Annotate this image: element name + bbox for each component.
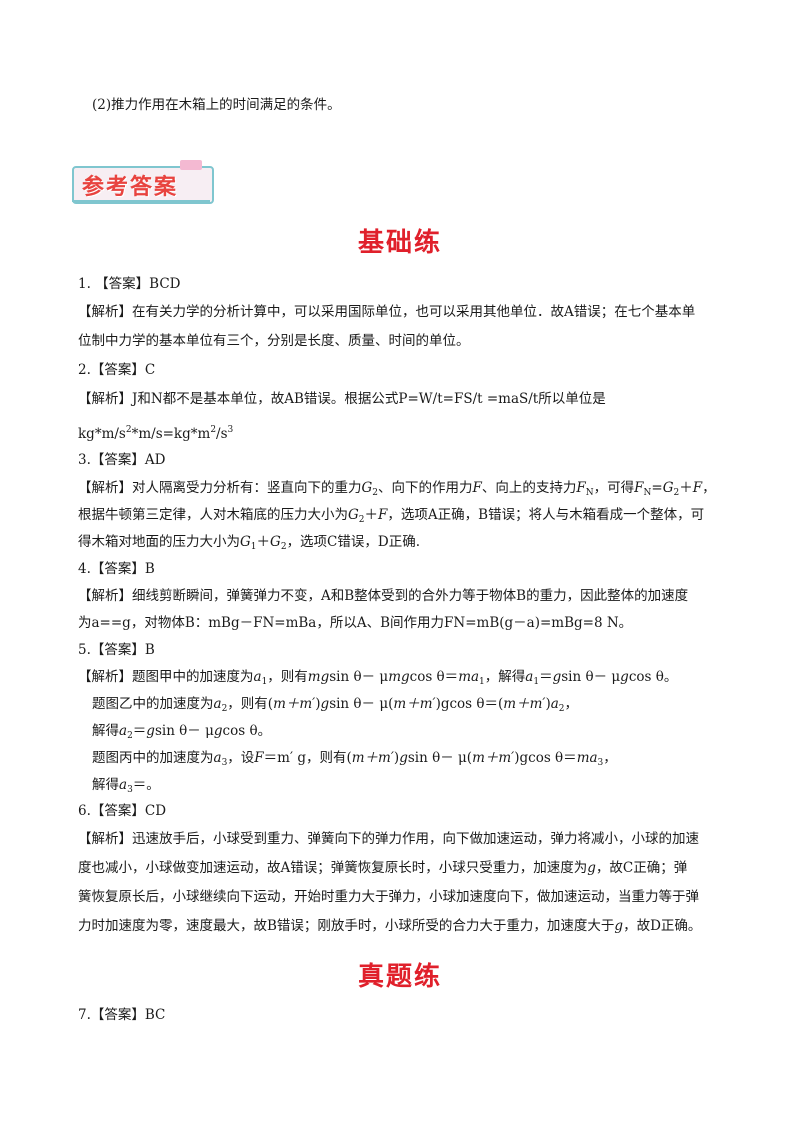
- explanation-3-line-1: 【解析】对人隔离受力分析有：竖直向下的重力G2、向下的作用力F、向上的支持力FN…: [78, 480, 716, 498]
- explanation-3-line-2: 根据牛顿第三定律，人对木箱底的压力大小为G2＋F，选项A正确，B错误；将人与木箱…: [78, 507, 705, 525]
- banner-underline: [72, 200, 210, 202]
- section-title-basic: 基础练: [357, 228, 442, 258]
- explanation-5-line-1: 【解析】题图甲中的加速度为a1，则有mgsin θ－ μmgcos θ＝ma1，…: [78, 669, 678, 687]
- banner-title: 参考答案: [82, 175, 179, 200]
- answer-5: 5.【答案】B: [78, 642, 155, 658]
- explanation-5-line-2: 题图乙中的加速度为a2，则有(m＋m′)gsin θ－ μ(m＋m′)gcos …: [92, 696, 579, 714]
- explanation-3-line-3: 得木箱对地面的压力大小为G1＋G2，选项C错误，D正确.: [78, 534, 421, 552]
- explanation-4-line-1: 【解析】细线剪断瞬间，弹簧弹力不变，A和B整体受到的合外力等于物体B的重力，因此…: [78, 588, 689, 604]
- explanation-4-line-2: 为a==g，对物体B：mBg－FN=mBa，所以A、B间作用力FN=mB(g－a…: [78, 615, 633, 631]
- explanation-1-line-1: 【解析】在有关力学的分析计算中，可以采用国际单位，也可以采用其他单位．故A错误；…: [78, 304, 696, 320]
- explanation-6-line-2: 度也减小，小球做变加速运动，故A错误；弹簧恢复原长时，小球只受重力，加速度为g，…: [78, 860, 688, 876]
- explanation-5-line-5: 解得a3＝。: [92, 777, 160, 795]
- explanation-2-units: kg*m/s2*m/s=kg*m2/s3: [78, 425, 234, 442]
- answer-2: 2.【答案】C: [78, 362, 156, 378]
- banner-background: [72, 166, 214, 204]
- explanation-6-line-4: 力时加速度为零，速度最大，故B错误；刚放手时，小球所受的合力大于重力，加速度大于…: [78, 918, 702, 934]
- answer-7: 7.【答案】BC: [78, 1007, 166, 1023]
- question-part-2: (2)推力作用在木箱上的时间满足的条件。: [92, 97, 341, 113]
- section-title-real: 真题练: [357, 962, 442, 992]
- explanation-6-line-3: 簧恢复原长后，小球继续向下运动，开始时重力大于弹力，小球加速度向下，做加速运动，…: [78, 889, 699, 905]
- answer-1: 1. 【答案】BCD: [78, 276, 181, 292]
- banner-tab-decoration: [180, 160, 202, 170]
- explanation-5-line-3: 解得a2＝gsin θ－ μgcos θ。: [92, 723, 272, 741]
- answer-6: 6.【答案】CD: [78, 803, 167, 819]
- answer-4: 4.【答案】B: [78, 561, 155, 577]
- explanation-1-line-2: 位制中力学的基本单位有三个，分别是长度、质量、时间的单位。: [78, 333, 470, 349]
- reference-answer-banner: 参考答案: [72, 160, 214, 204]
- answer-3: 3.【答案】AD: [78, 452, 166, 468]
- explanation-6-line-1: 【解析】迅速放手后，小球受到重力、弹簧向下的弹力作用，向下做加速运动，弹力将减小…: [78, 831, 699, 847]
- explanation-2-line-1: 【解析】J和N都不是基本单位，故AB错误。根据公式P=W/t=FS/t =maS…: [78, 391, 606, 407]
- explanation-5-line-4: 题图丙中的加速度为a3，设F＝m′ g，则有(m＋m′)gsin θ－ μ(m＋…: [92, 750, 617, 768]
